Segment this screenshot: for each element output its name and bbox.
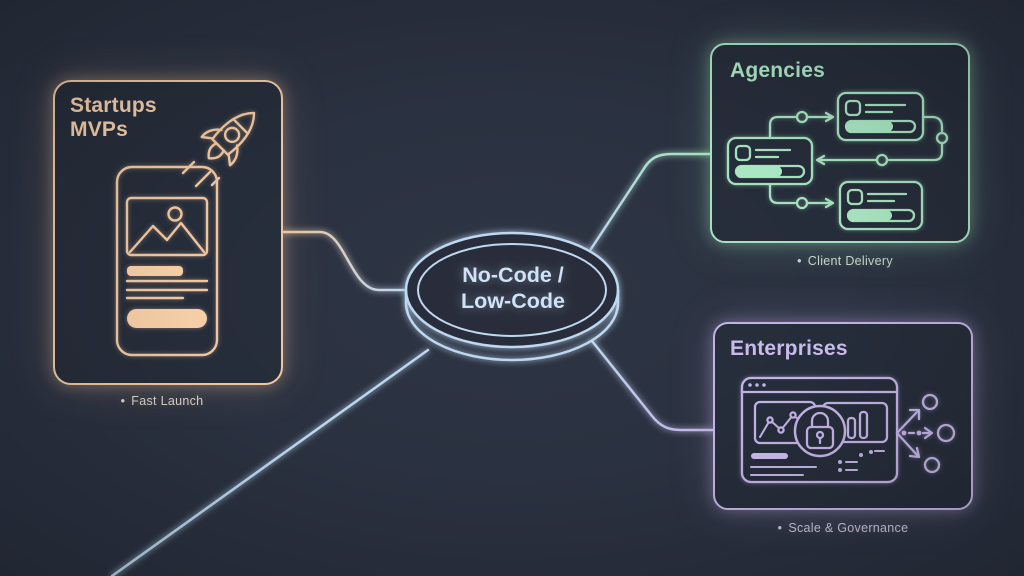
line-chart-icon xyxy=(753,400,817,445)
agencies-title: Agencies xyxy=(730,59,825,82)
connector-agencies xyxy=(587,152,712,254)
checklist-icon xyxy=(838,450,885,472)
workflow-card xyxy=(838,180,924,231)
workflow-card xyxy=(836,91,925,142)
enterprises-caption: •Scale & Governance xyxy=(777,521,909,535)
center-label-line1: No-Code / xyxy=(462,263,564,287)
enterprises-box: Enterprises xyxy=(713,322,973,510)
enterprises-title: Enterprises xyxy=(730,337,848,360)
text-lines xyxy=(125,279,209,300)
caption-bullet: • xyxy=(777,521,783,535)
branch-arrows-icon xyxy=(895,393,956,474)
connector-enterprises xyxy=(590,339,715,432)
center-label-line2: Low-Code xyxy=(461,289,565,313)
cta-button xyxy=(127,309,207,328)
agencies-illustration xyxy=(726,91,949,231)
caption-bullet: • xyxy=(120,394,126,408)
startups-illustration xyxy=(115,111,256,357)
headline-bar xyxy=(127,266,183,276)
startups-caption: •Fast Launch xyxy=(120,394,204,408)
lock-icon xyxy=(793,404,847,458)
caption-bullet: • xyxy=(797,254,802,268)
center-disc xyxy=(404,231,620,362)
connector-startups xyxy=(281,230,408,292)
image-placeholder-icon xyxy=(125,196,209,257)
startups-box: Startups MVPs xyxy=(53,80,283,385)
center-node-label: No-Code / Low-Code xyxy=(423,262,603,314)
agencies-caption: •Client Delivery xyxy=(797,254,893,268)
flow-connector-arrows xyxy=(768,110,949,210)
agencies-box: Agencies xyxy=(710,43,970,243)
connector-bottom-left xyxy=(110,348,430,576)
enterprises-illustration xyxy=(740,376,956,484)
workflow-card xyxy=(726,136,814,186)
text-lines xyxy=(750,453,817,476)
startups-title: Startups MVPs xyxy=(70,94,157,141)
mobile-app-mockup xyxy=(115,165,219,357)
rocket-icon xyxy=(200,111,256,167)
